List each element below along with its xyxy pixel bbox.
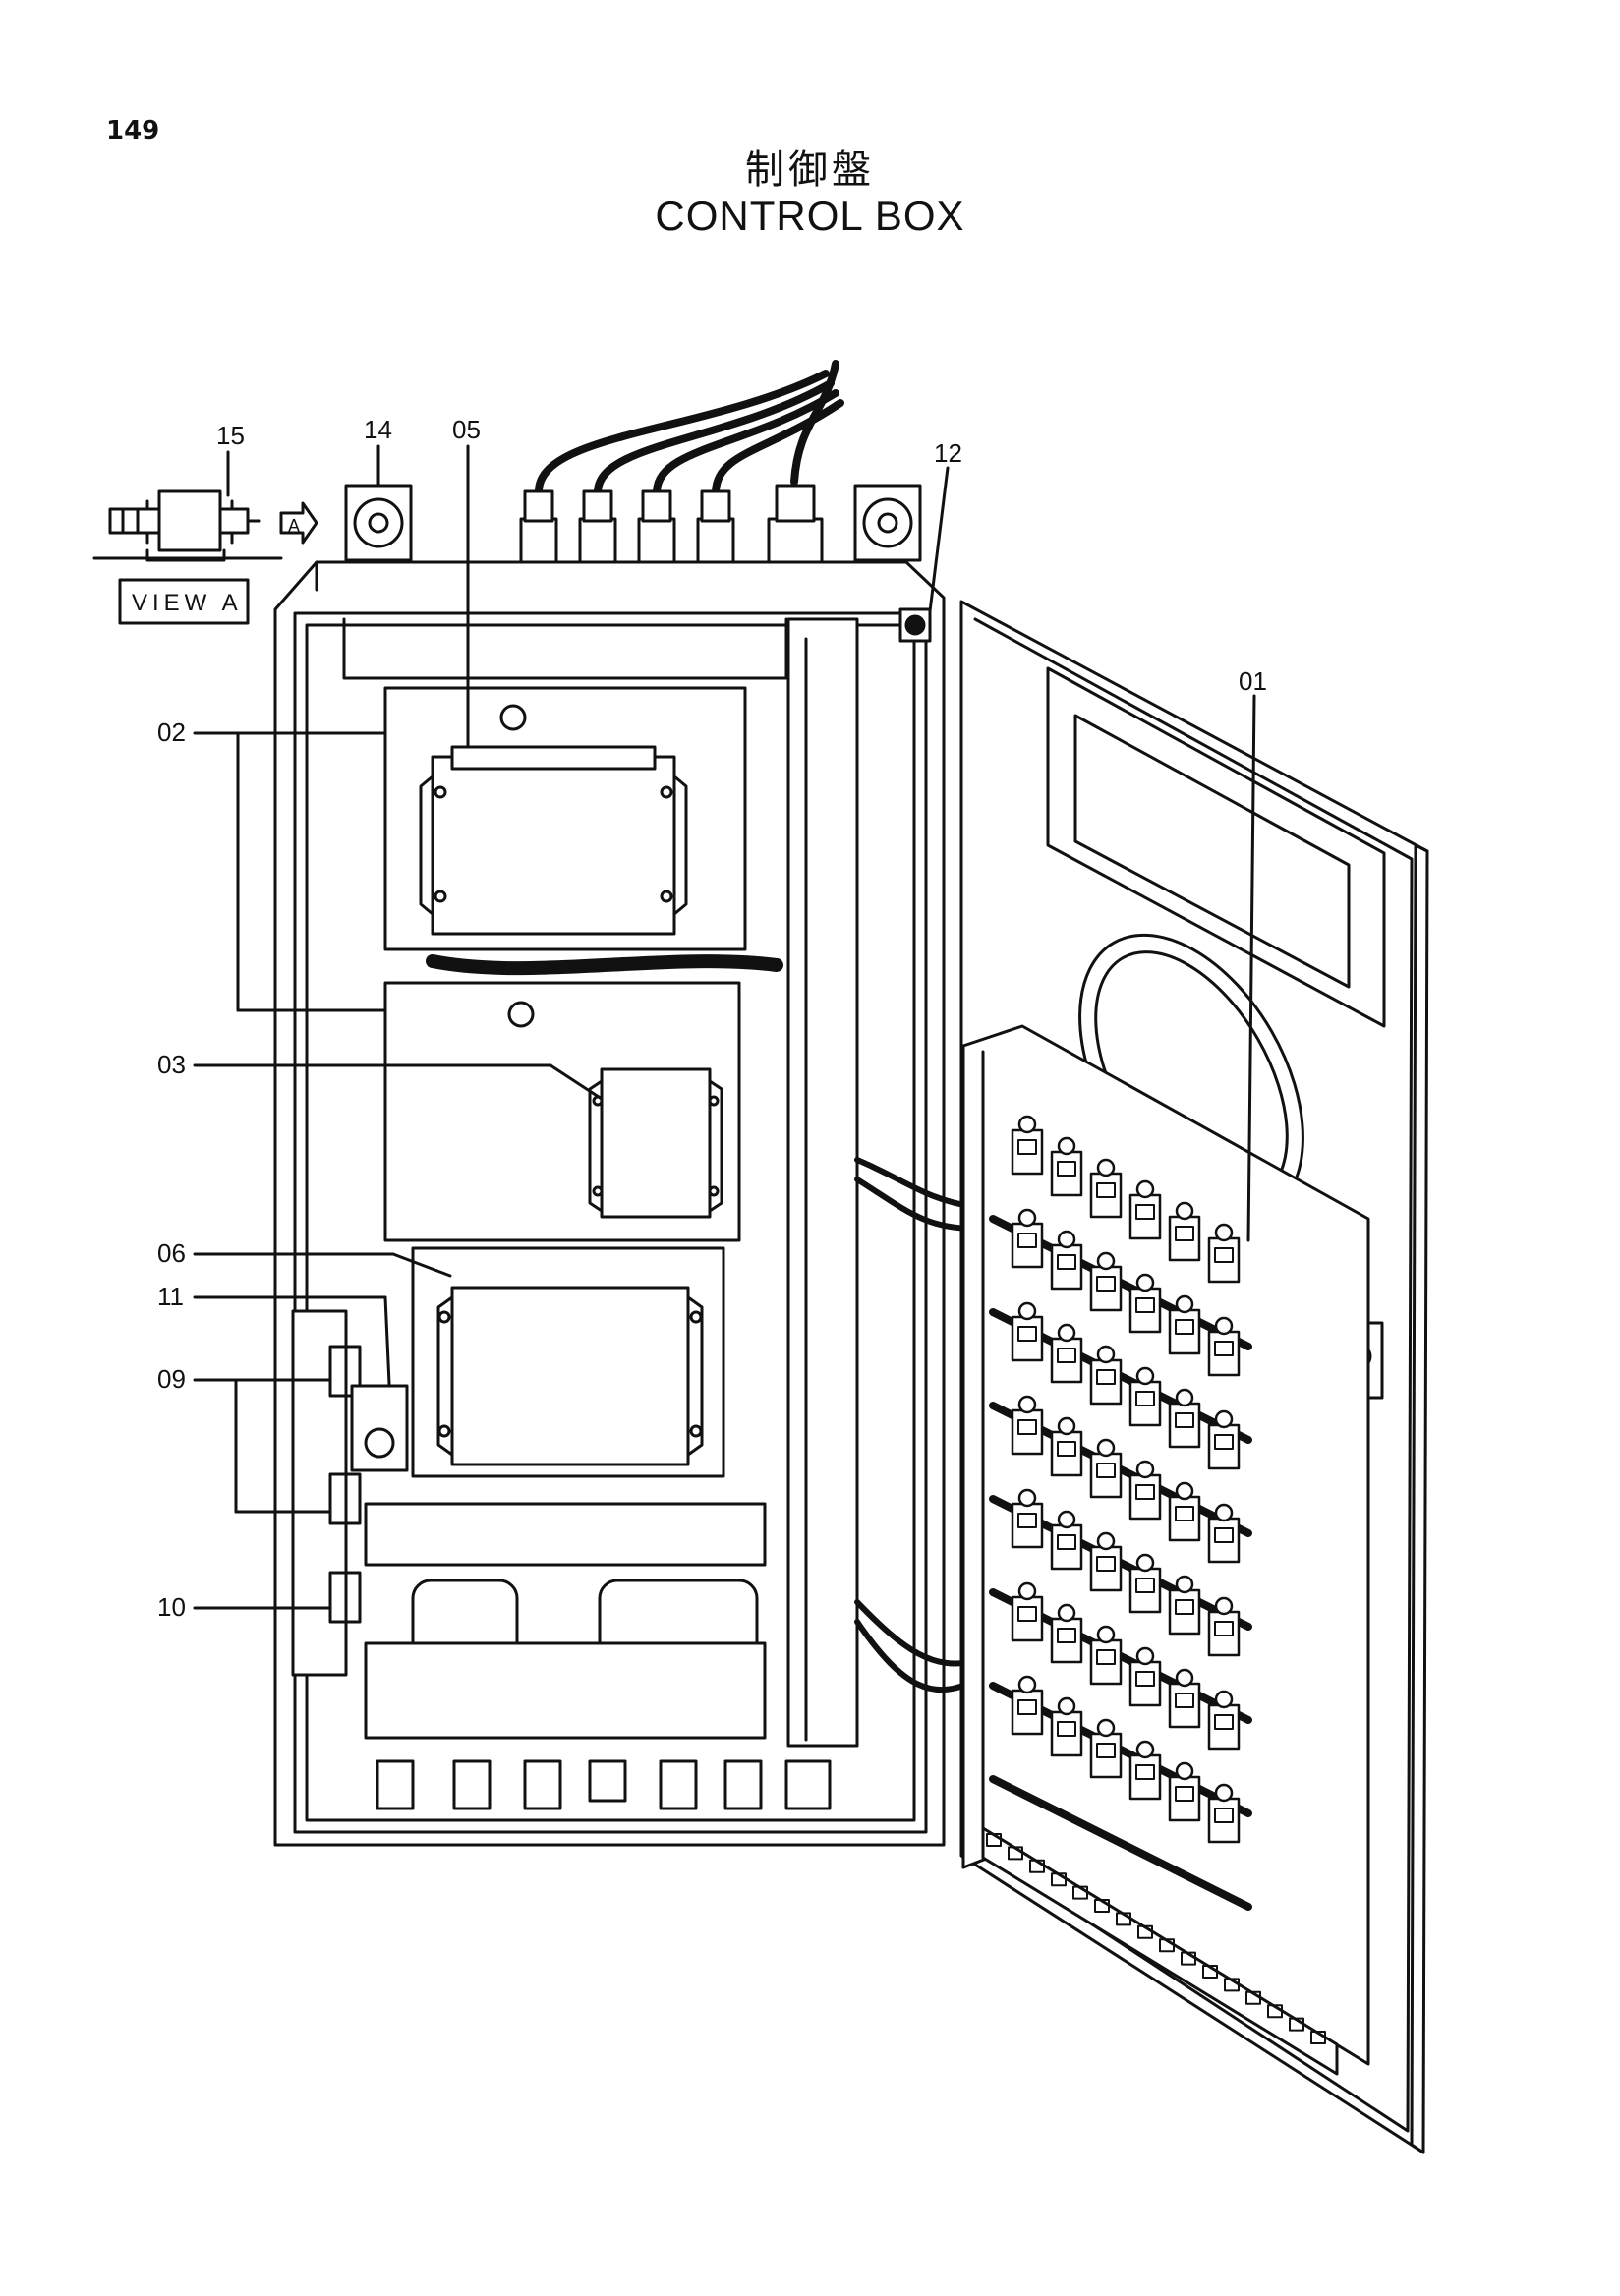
terminal-slot	[1289, 2017, 1304, 2032]
module-06	[436, 1286, 704, 1466]
callout-05: 05	[452, 415, 481, 444]
callout-09: 09	[157, 1364, 186, 1394]
relay	[1207, 1783, 1241, 1844]
module-03	[588, 1067, 723, 1219]
relay	[1168, 1481, 1201, 1542]
relay	[1207, 1503, 1241, 1564]
relay	[1011, 1395, 1044, 1456]
callout-06: 06	[157, 1238, 186, 1268]
relay	[1011, 1301, 1044, 1362]
view-a-inset: A VIEW A	[92, 460, 318, 625]
relay	[1168, 1201, 1201, 1262]
bottom-connectors	[376, 1759, 832, 1810]
title-english: CONTROL BOX	[655, 193, 965, 239]
relay	[1050, 1603, 1083, 1664]
relay	[1207, 1409, 1241, 1470]
terminal-slot	[1159, 1938, 1175, 1953]
module-05	[419, 745, 688, 936]
relay	[1128, 1273, 1162, 1334]
relay	[1089, 1251, 1123, 1312]
terminal-slot	[986, 1833, 1002, 1847]
relay	[1089, 1531, 1123, 1592]
callout-12: 12	[934, 438, 962, 468]
terminal-strip	[291, 1309, 362, 1677]
relay	[1128, 1553, 1162, 1614]
mounting-bracket-right	[853, 484, 922, 562]
relay	[1168, 1294, 1201, 1355]
relay	[1050, 1416, 1083, 1477]
relay	[1089, 1438, 1123, 1499]
relay-row-wire	[989, 1775, 1252, 1911]
terminal-slot	[1267, 2004, 1283, 2019]
view-a-caption: VIEW A	[132, 590, 243, 616]
title-japanese: 制御盤	[745, 147, 875, 193]
relay	[1089, 1345, 1123, 1406]
relay	[1089, 1158, 1123, 1219]
relay	[1050, 1136, 1083, 1197]
terminal-slot	[1029, 1859, 1045, 1873]
terminal-slot	[1116, 1912, 1131, 1926]
callout-11: 11	[157, 1282, 184, 1311]
page-number: 149	[106, 116, 160, 145]
terminal-slot	[1202, 1965, 1218, 1979]
mounting-bracket-left	[344, 484, 413, 562]
relay	[1011, 1675, 1044, 1736]
terminal-slot	[1310, 2031, 1326, 2044]
relay	[1011, 1208, 1044, 1269]
terminal-slot	[1181, 1951, 1196, 1966]
view-arrow-letter: A	[288, 516, 300, 536]
relay	[1207, 1596, 1241, 1657]
relay	[1011, 1581, 1044, 1642]
callout-14: 14	[364, 415, 392, 444]
relay	[1089, 1718, 1123, 1779]
relay	[1128, 1366, 1162, 1427]
terminal-slot	[1137, 1924, 1153, 1939]
relay	[1050, 1696, 1083, 1757]
relay	[1128, 1646, 1162, 1707]
callout-15: 15	[216, 421, 245, 450]
relay	[1050, 1510, 1083, 1571]
wire-harness-horizontal	[426, 954, 783, 976]
bottom-components	[364, 1502, 767, 1740]
relay	[1168, 1388, 1201, 1449]
top-cable-bundle	[535, 360, 844, 495]
callout-02: 02	[157, 718, 186, 747]
relay	[1128, 1460, 1162, 1521]
relay	[1168, 1668, 1201, 1729]
terminal-slot	[1094, 1899, 1110, 1913]
terminal-slot	[1224, 1978, 1240, 1992]
relay	[1050, 1230, 1083, 1291]
terminal-slot	[1072, 1885, 1088, 1900]
callout-01: 01	[1239, 666, 1267, 696]
callout-10: 10	[157, 1592, 186, 1622]
relay	[1207, 1690, 1241, 1751]
terminal-slot	[1245, 1990, 1261, 2005]
relay	[1207, 1316, 1241, 1377]
relay	[1011, 1115, 1044, 1176]
relay	[1011, 1488, 1044, 1549]
relay	[1168, 1575, 1201, 1636]
relay	[1168, 1761, 1201, 1822]
relay	[1050, 1323, 1083, 1384]
terminal-slot	[1051, 1872, 1067, 1887]
relay-11	[350, 1384, 409, 1472]
relay	[1128, 1740, 1162, 1801]
terminal-slot	[1008, 1846, 1023, 1861]
callout-03: 03	[157, 1050, 186, 1079]
door-relay-array	[981, 1115, 1339, 2076]
relay	[1089, 1625, 1123, 1686]
relay	[1207, 1223, 1241, 1284]
cabinet-door	[959, 600, 1429, 2154]
callouts: 15 14 05 12 01 02 03 06 11 09 10	[157, 415, 1267, 1622]
relay	[1128, 1179, 1162, 1240]
